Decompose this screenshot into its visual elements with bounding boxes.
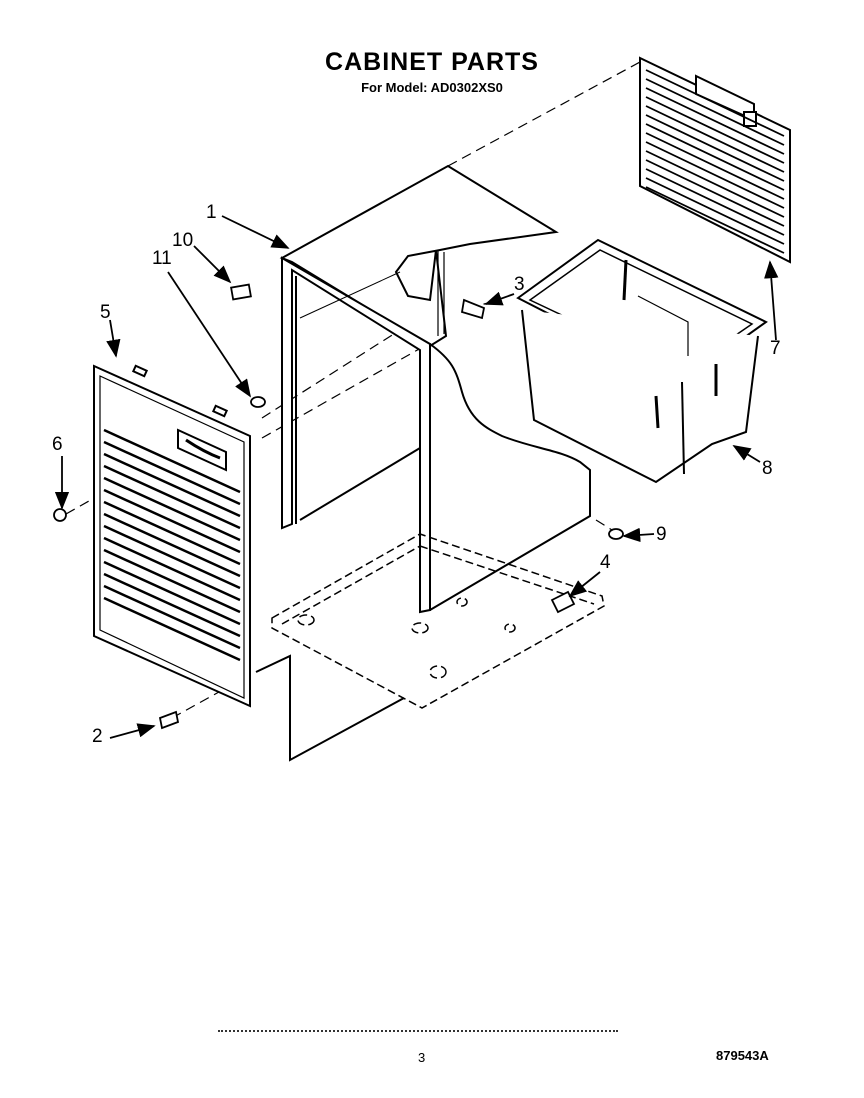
callout-5: 5	[100, 302, 111, 323]
base-pan	[271, 533, 605, 709]
callout-2: 2	[92, 726, 103, 747]
filter-panel-grille	[645, 69, 785, 254]
callout-6: 6	[52, 434, 63, 455]
callout-9: 9	[656, 524, 667, 545]
model-subtitle: For Model: AD0302XS0	[361, 80, 503, 95]
page-number: 3	[418, 1050, 426, 1065]
document-number: 879543A	[716, 1048, 769, 1063]
callout-10: 10	[172, 230, 193, 251]
filter-panel	[639, 56, 791, 264]
leader-lines	[54, 215, 779, 739]
callout-1: 1	[206, 202, 217, 223]
page-title: CABINET PARTS	[325, 48, 539, 76]
part-9-screw	[608, 528, 624, 540]
base-back-edge	[255, 654, 405, 762]
part-4-bumper	[550, 590, 576, 614]
small-parts	[53, 283, 624, 730]
callout-3: 3	[514, 274, 525, 295]
part-3-clip	[460, 298, 486, 320]
part-6-plug	[53, 508, 67, 522]
callout-7: 7	[770, 338, 781, 359]
water-bucket	[516, 238, 768, 484]
part-2-screw	[158, 710, 180, 730]
part-11-screw	[250, 396, 266, 408]
footer-rule	[218, 1030, 618, 1032]
callout-11: 11	[152, 248, 172, 269]
cabinet-wrapper	[279, 164, 591, 614]
callout-8: 8	[762, 458, 773, 479]
front-panel-grille	[103, 428, 241, 662]
part-10-pad	[230, 283, 252, 301]
front-panel	[93, 364, 251, 708]
callout-4: 4	[600, 552, 611, 573]
